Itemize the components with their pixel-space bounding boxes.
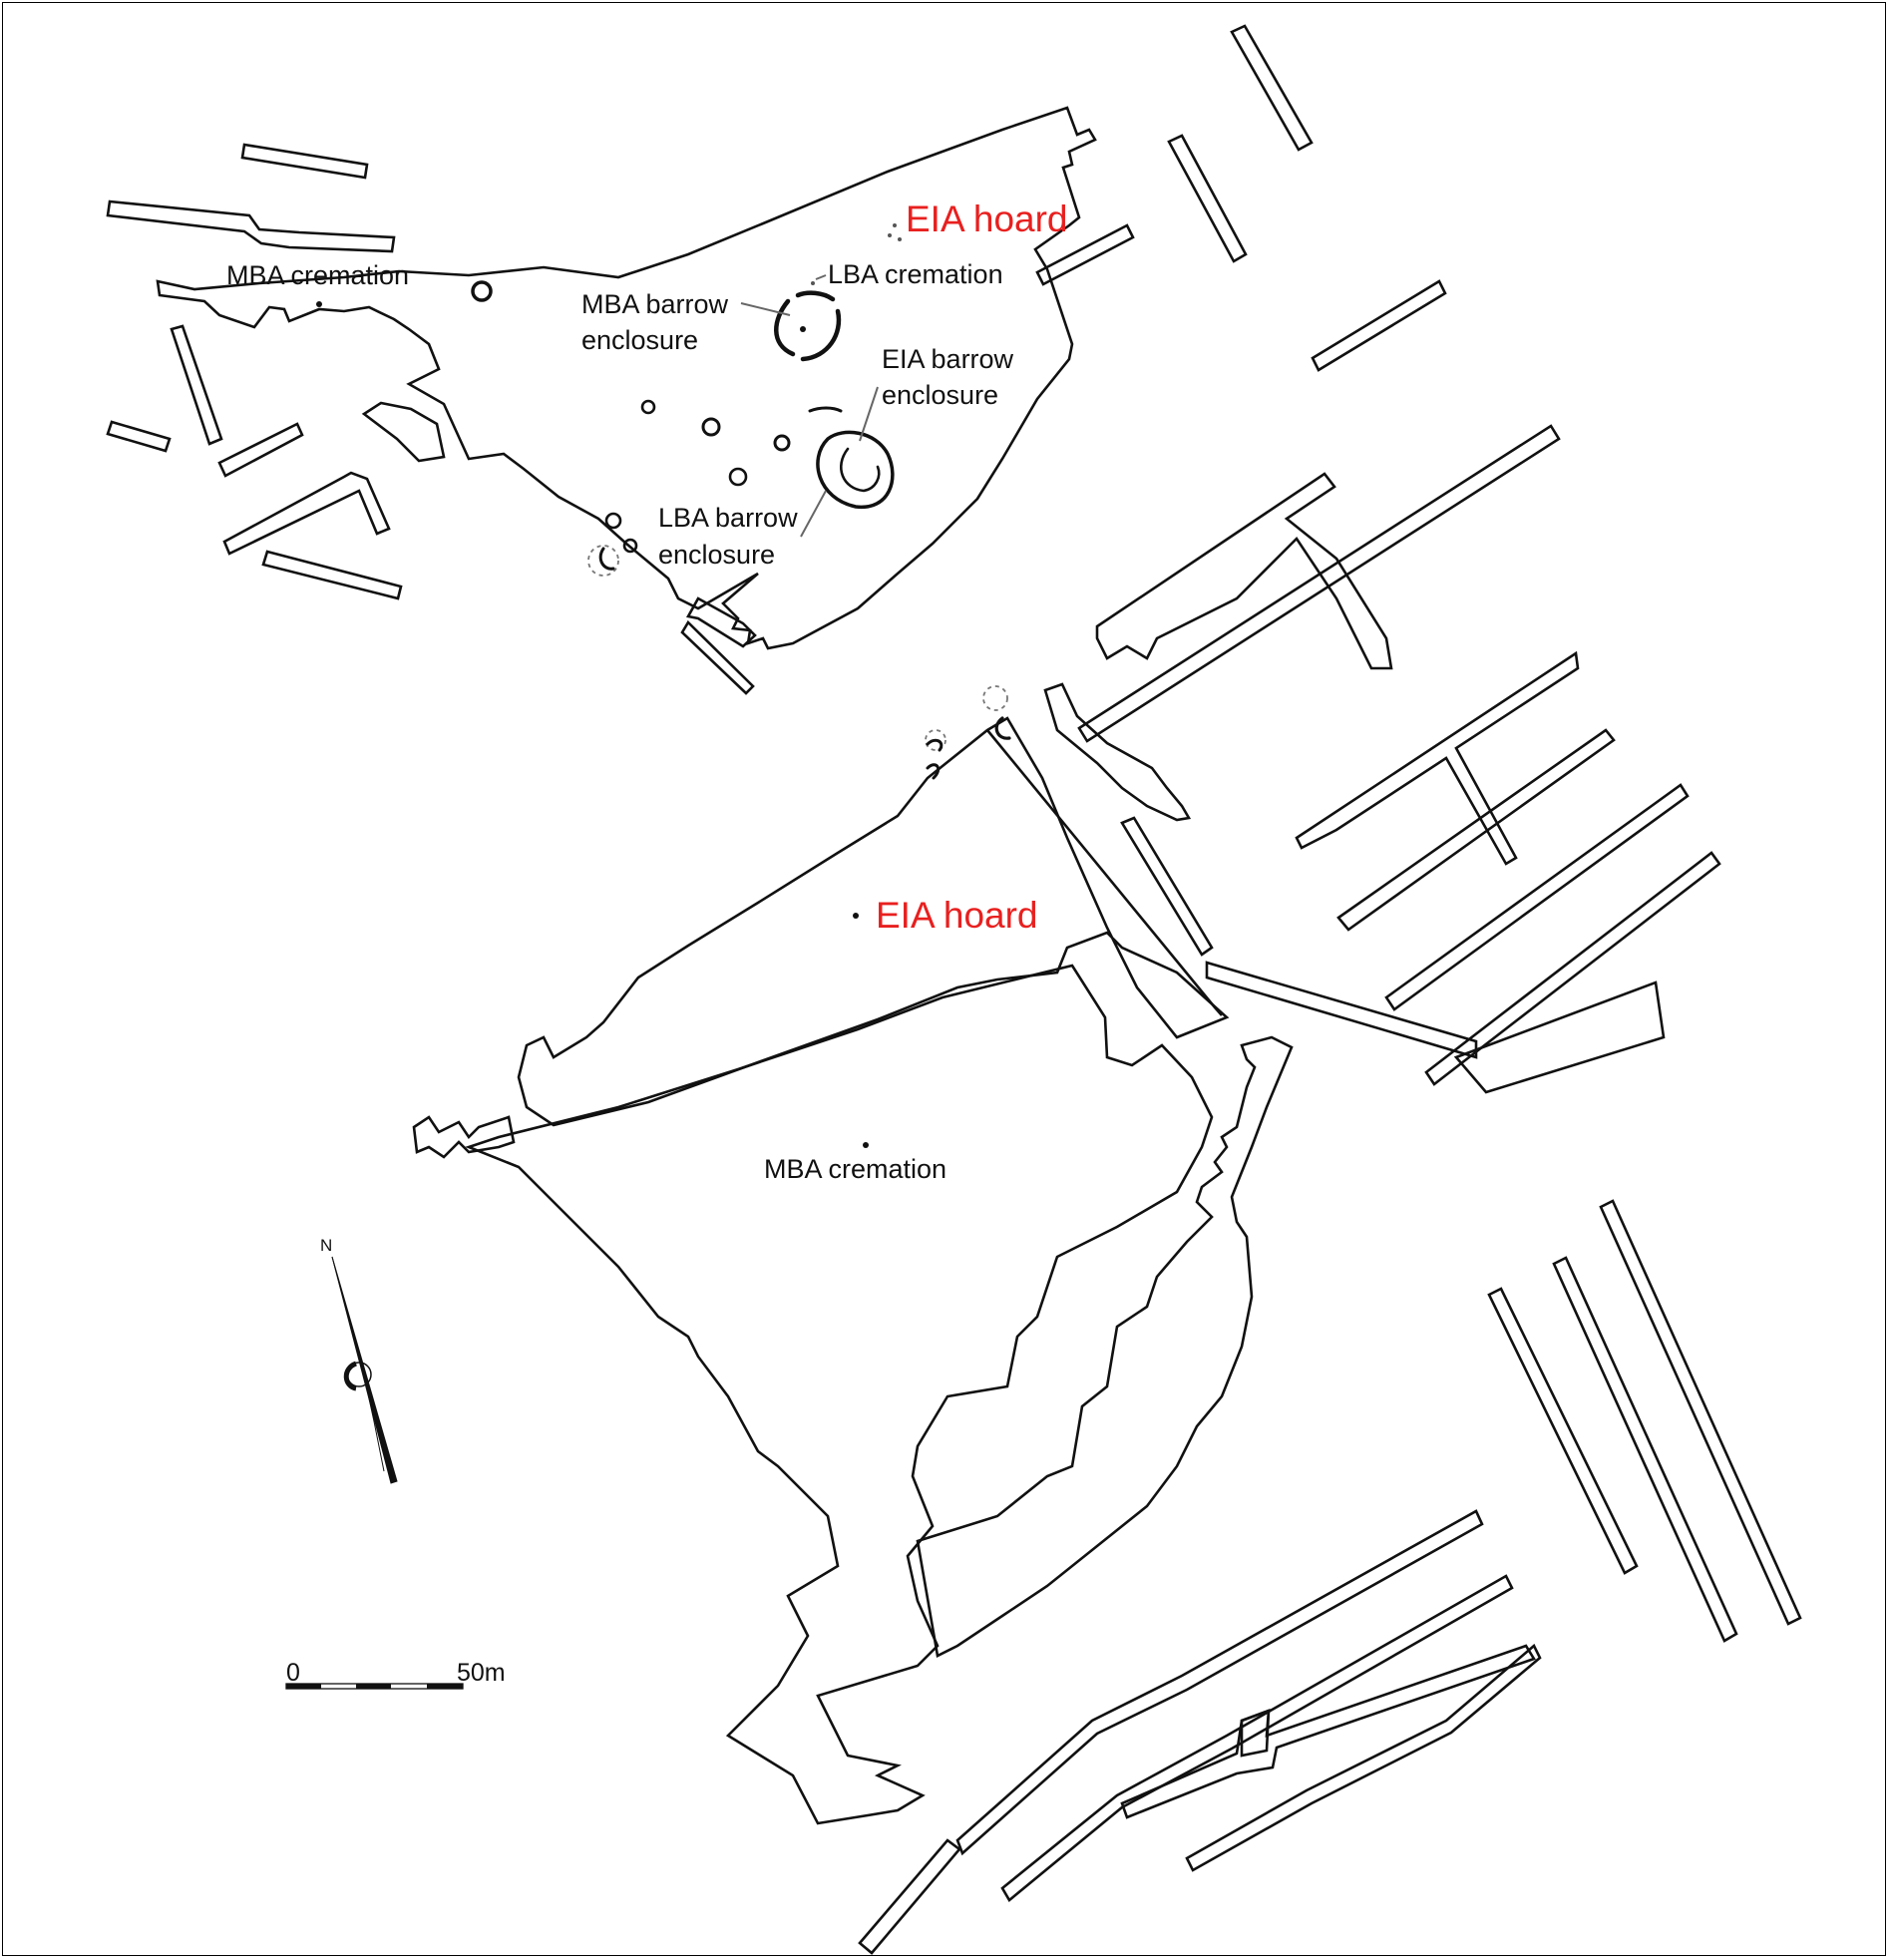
eia-barrow-enclosure-ring <box>816 430 895 509</box>
north-arrow-icon: N <box>320 1236 398 1484</box>
label-mba-barrow-line2: enclosure <box>581 325 698 355</box>
label-mba-cremation-south: MBA cremation <box>764 1154 946 1184</box>
north-arrow-label: N <box>320 1236 332 1255</box>
label-lba-barrow-line1: LBA barrow <box>658 503 798 533</box>
leader-lines <box>740 274 879 538</box>
scale-bar-end: 50m <box>457 1659 506 1687</box>
central-excavation-area <box>517 716 1230 1127</box>
label-lba-barrow-line2: enclosure <box>658 540 775 570</box>
scale-bar-start: 0 <box>286 1659 300 1687</box>
label-eia-hoard-central: EIA hoard <box>876 895 1038 936</box>
label-mba-barrow-line1: MBA barrow <box>581 289 729 319</box>
label-mba-cremation-north: MBA cremation <box>226 260 409 290</box>
scale-bar-icon: 0 50m <box>285 1659 506 1690</box>
map-labels: MBA cremation LBA cremation EIA hoard MB… <box>226 198 1068 1184</box>
label-eia-hoard-north: EIA hoard <box>906 198 1068 239</box>
trench-fragment-west <box>412 1115 516 1159</box>
northern-excavation-area <box>156 106 1097 650</box>
label-lba-cremation: LBA cremation <box>828 259 1003 289</box>
trenches-southeast <box>858 1199 1802 1955</box>
trenches-northwest <box>106 143 757 695</box>
label-eia-barrow-line2: enclosure <box>882 380 998 410</box>
label-eia-barrow-line1: EIA barrow <box>882 344 1014 374</box>
southern-excavation-area <box>465 913 1294 1825</box>
mba-barrow-enclosure-ring <box>774 290 842 362</box>
ring-ditches-north <box>316 223 1011 780</box>
trenches-northeast <box>1035 24 1721 1094</box>
